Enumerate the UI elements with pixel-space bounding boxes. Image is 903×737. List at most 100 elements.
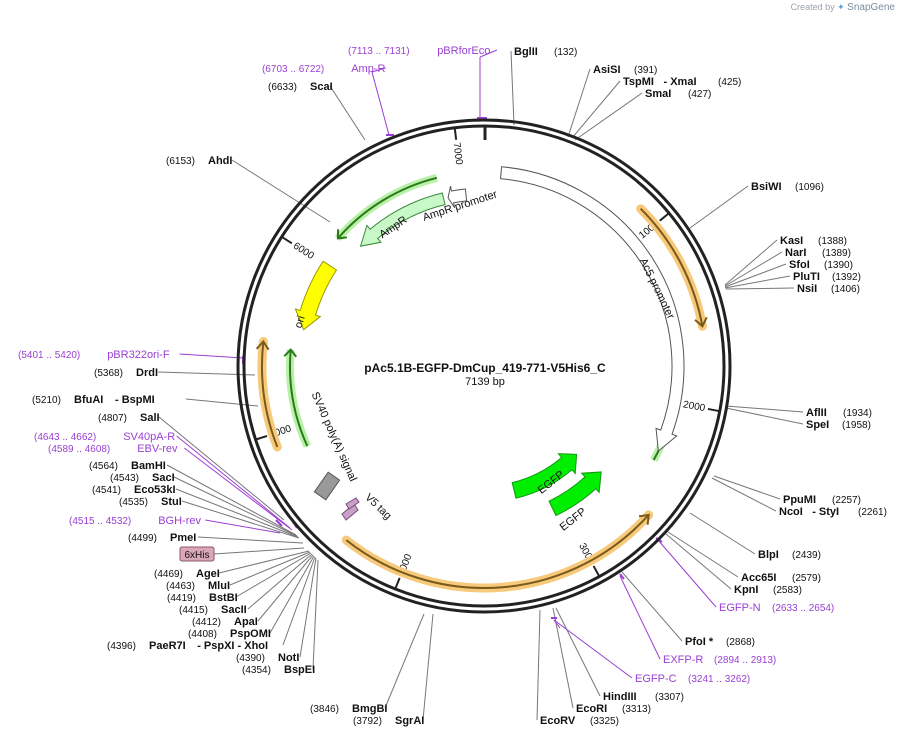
site-28-name: SacII [221,604,247,616]
feature-ampr-promoter [447,185,468,208]
site-6-leader [724,251,783,287]
site-22-pos: (3792) [353,716,382,727]
site-38-name: BfuAI [74,394,103,406]
site-7-leader [724,263,787,288]
site-13-extra: - StyI [812,506,839,518]
site-10-leader [725,405,804,413]
site-22-leader [422,613,434,721]
site-0-pos: (132) [554,47,577,58]
site-4-name: BsiWI [751,181,782,193]
site-6-pos: (1389) [822,248,851,259]
site-39-pos: (5368) [94,368,123,379]
orf-arc-egfp [345,514,650,589]
site-16-name: KpnI [734,584,758,596]
primer-4-name: EBV-rev [137,443,178,455]
primer-7-marker [619,573,625,580]
site-27-leader [257,554,314,622]
primer-0-range: (7113 .. 7131) [348,46,410,57]
site-9-name: NsiI [797,283,817,295]
site-29-leader [235,552,312,598]
site-40-name: AhdI [208,155,232,167]
snapgene-credit: Created by ✦ SnapGene [791,2,895,13]
backbone-outer-ring [236,118,732,614]
tick-mark-5000 [255,434,268,441]
primer-7-leader [619,575,661,660]
tick-mark-2000 [707,407,720,413]
plasmid-length: 7139 bp [465,376,505,388]
primer-5-range: (4515 .. 4532) [69,516,131,527]
site-14-name: BlpI [758,549,779,561]
site-17-pos: (2868) [726,637,755,648]
site-25-leader [282,556,316,646]
primer-3-range: (4643 .. 4662) [34,432,96,443]
site-15-name: Acc65I [741,572,776,584]
site-2-pos: (425) [718,77,741,88]
site-32-name: PmeI [170,532,196,544]
site-6-name: NarI [785,247,806,259]
site-5-leader [724,239,778,286]
site-19-name: EcoRI [576,703,607,715]
feature-ac5-promoter [499,166,685,452]
feature-ori [294,260,338,331]
site-12-name: PpuMI [783,494,816,506]
primer-6-leader [657,539,717,608]
site-27-pos: (4412) [192,617,221,628]
primer-0-name: pBRforEco [437,45,490,57]
orf-arc-sv40-arrowhead-icon [255,339,270,351]
site-9-leader [725,287,795,290]
site-10-pos: (1934) [843,408,872,419]
orf-arc-ampr [337,176,438,240]
site-10-name: AflII [806,407,827,419]
primer-3-marker [275,519,283,527]
primer-6-range: (2633 .. 2654) [772,603,834,614]
site-11-name: SpeI [806,419,829,431]
primer-7-name: EXFP-R [663,654,703,666]
feature-v5-tag-2 [345,497,360,510]
site-12-pos: (2257) [832,495,861,506]
site-26-leader [269,555,315,634]
site-19-pos: (3313) [622,704,651,715]
site-9-pos: (1406) [831,284,860,295]
tick-mark-4000 [394,577,401,590]
primer-3-name: SV40pA-R [123,431,175,443]
credit-brand: SnapGene [847,2,895,13]
site-31-leader [218,550,310,574]
orf-arc-sv40-green-arrowhead-icon [283,348,298,358]
site-31-name: AgeI [196,568,220,580]
primer-2-range: (5401 .. 5420) [18,350,80,361]
site-19-leader [552,607,574,709]
credit-prefix: Created by [790,2,835,12]
site-30-name: MluI [208,580,230,592]
site-21-pos: (3846) [310,704,339,715]
site-27-name: ApaI [234,616,258,628]
primer-6-name: EGFP-N [719,602,761,614]
site-12-leader [713,475,781,500]
site-29-name: BstBI [209,592,238,604]
site-25-extra: - PspXI - XhoI [197,640,268,652]
site-16-pos: (2583) [773,585,802,596]
orf-arc-ac5-arrowhead-icon [694,316,708,328]
tick-mark-7000 [453,127,458,140]
primer-1-leader [371,67,386,73]
site-5-name: KasI [780,235,803,247]
tick-label-2000: 2000 [682,399,706,414]
site-1-name: AsiSI [593,64,621,76]
feature-6xhis-leader [213,547,305,555]
site-4-leader [689,185,749,229]
primer-2-leader [179,353,244,359]
site-11-leader [725,407,804,425]
tick-mark-1000 [659,212,670,222]
site-26-pos: (4408) [188,629,217,640]
site-15-leader [667,531,739,578]
site-32-leader [197,536,304,544]
site-labels: BglII(132)AsiSI(391)TspMI- XmaI(425)SmaI… [18,45,887,727]
primer-8-range: (3241 .. 3262) [688,674,750,685]
site-38-extra: - BspMI [115,394,155,406]
site-25-name: PaeR7I [149,640,186,652]
orf-arc-ampr-arrowhead-icon [336,229,347,240]
site-36-leader [166,464,297,536]
primer-5-leader [205,519,281,534]
site-26-name: PspOMI [230,628,271,640]
